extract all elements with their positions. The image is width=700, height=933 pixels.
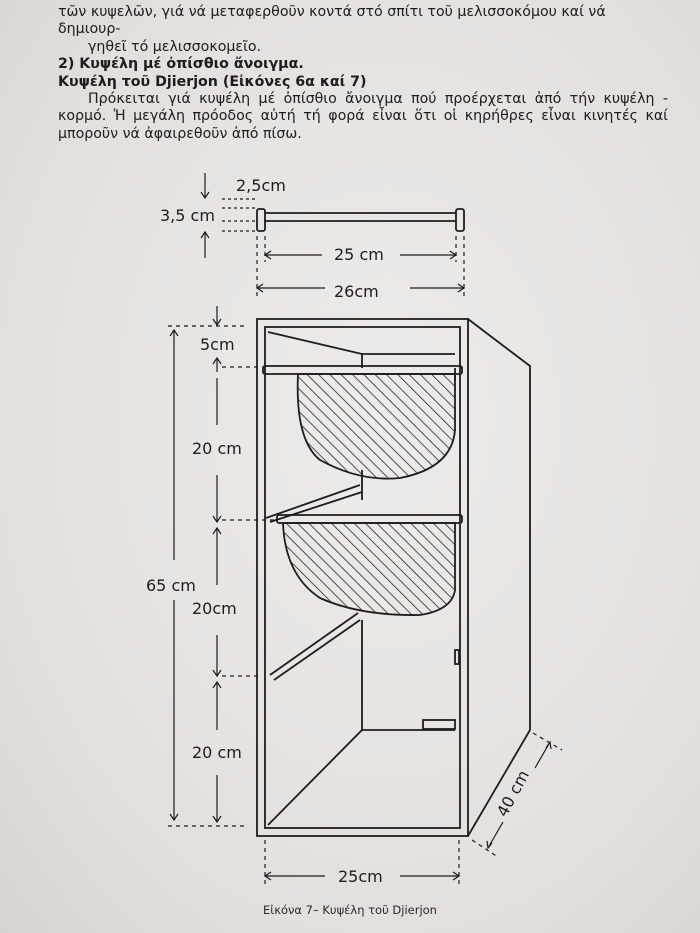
label-bar-outer: 26cm: [334, 282, 379, 301]
depth-dimension: [471, 732, 563, 858]
top-bar-drawing: [256, 208, 465, 232]
figure-caption: Εἰκόνα 7– Κυψέλη τοῦ Djierjon: [263, 903, 437, 917]
frame-3: [269, 612, 361, 681]
width-dimension: [263, 840, 461, 885]
frame-1: [262, 365, 463, 480]
subsection-heading: Κυψέλη τοῦ Djierjon (Εἰκόνες 6α καί 7): [58, 73, 367, 90]
label-top-space: 5cm: [200, 335, 235, 354]
hive-body: [256, 318, 531, 837]
label-bar-height: 3,5 cm: [160, 206, 215, 225]
body-paragraph: Πρόκειται γιά κυψέλη μέ ὀπίσθιο ἄνοιγμα …: [58, 91, 668, 142]
text-block: τῶν κυψελῶν, γιά νά μεταφερθοῦν κοντά στ…: [58, 4, 668, 143]
text-line-2: γηθεῖ τό μελισσοκομεῖο.: [88, 38, 262, 55]
label-frame-2: 20cm: [192, 599, 237, 618]
label-frame-1: 20 cm: [192, 439, 242, 458]
text-line-1: τῶν κυψελῶν, γιά νά μεταφερθοῦν κοντά στ…: [58, 4, 606, 38]
label-bar-thickness: 2,5cm: [236, 176, 286, 195]
label-frame-3: 20 cm: [192, 743, 242, 762]
height-dimensions: [168, 306, 275, 827]
label-depth: 40 cm: [493, 767, 533, 820]
label-bar-inner: 25 cm: [334, 245, 384, 264]
frame-2: [265, 484, 463, 616]
top-bar-dimensions: [200, 173, 466, 298]
label-width: 25cm: [338, 867, 383, 886]
section-heading: 2) Κυψέλη μέ ὀπίσθιο ἄνοιγμα.: [58, 56, 304, 73]
label-total-height: 65 cm: [146, 576, 196, 595]
